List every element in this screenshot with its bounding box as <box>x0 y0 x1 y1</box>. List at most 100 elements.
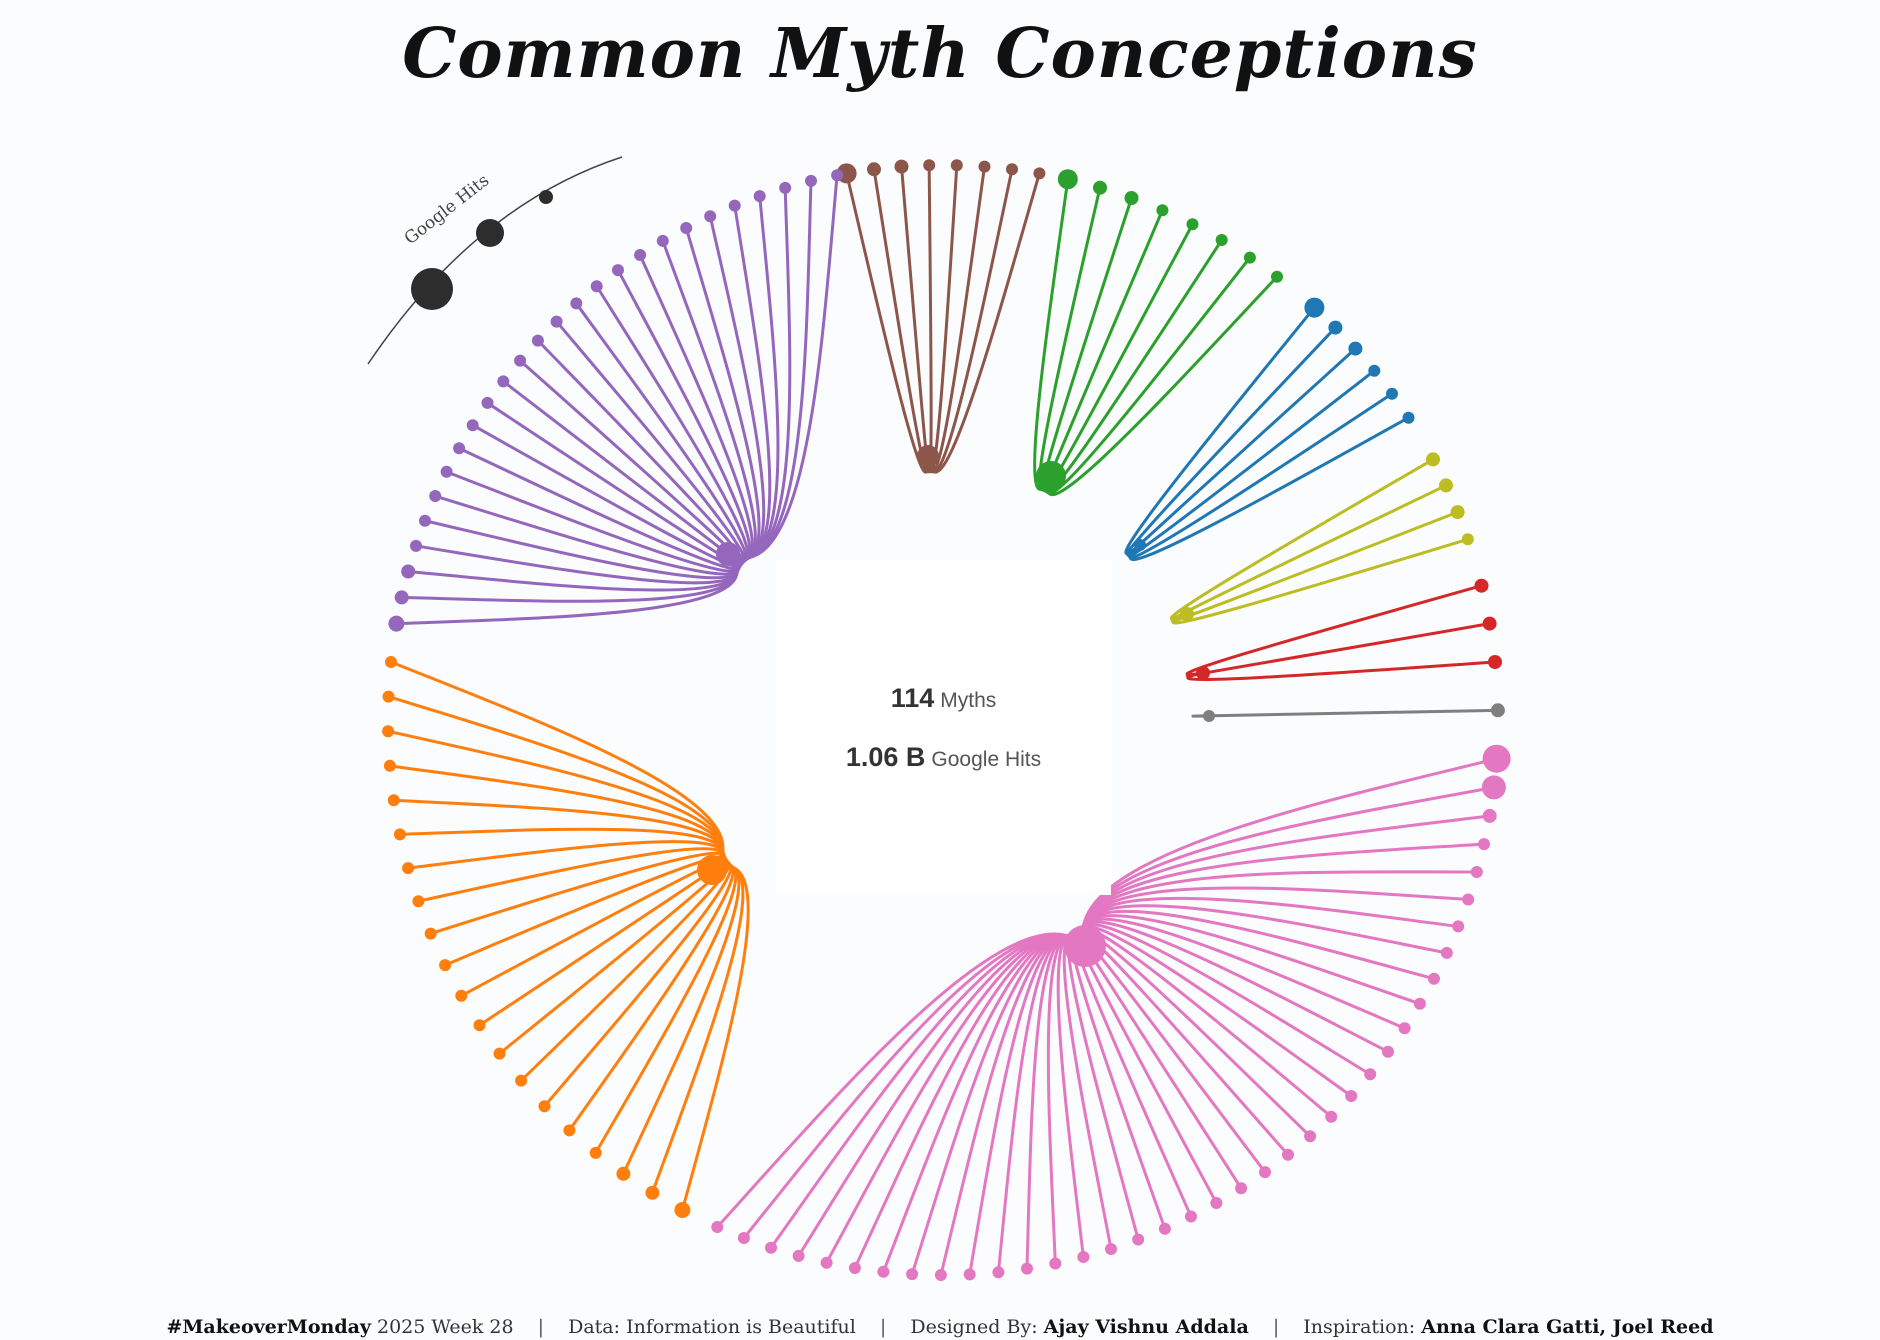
myth-dot[interactable] <box>531 334 544 347</box>
myth-dot[interactable] <box>1482 616 1497 631</box>
myth-dot[interactable] <box>848 1262 861 1274</box>
category-hub[interactable] <box>716 542 740 566</box>
myth-dot[interactable] <box>1328 320 1343 335</box>
myth-dot[interactable] <box>382 690 395 703</box>
myth-dot[interactable] <box>906 1268 919 1281</box>
myth-dot[interactable] <box>1304 297 1325 318</box>
myth-dot[interactable] <box>1482 744 1511 773</box>
myth-dot[interactable] <box>1259 1166 1271 1179</box>
myth-dot[interactable] <box>1439 478 1453 493</box>
myth-dot[interactable] <box>1033 167 1046 180</box>
myth-dot[interactable] <box>1488 655 1502 669</box>
myth-dot[interactable] <box>1450 505 1465 520</box>
myth-dot[interactable] <box>590 280 603 293</box>
myth-dot[interactable] <box>950 159 963 172</box>
myth-dot[interactable] <box>867 162 881 177</box>
myth-dot[interactable] <box>877 1265 890 1278</box>
category-hub[interactable] <box>697 855 727 885</box>
category-hub[interactable] <box>1196 666 1210 680</box>
myth-dot[interactable] <box>589 1146 602 1159</box>
myth-dot[interactable] <box>424 927 437 940</box>
myth-dot[interactable] <box>382 725 395 738</box>
myth-dot[interactable] <box>992 1266 1005 1279</box>
myth-dot[interactable] <box>923 159 936 172</box>
category-hub[interactable] <box>917 445 939 467</box>
myth-dot[interactable] <box>455 989 468 1002</box>
myth-dot[interactable] <box>1304 1130 1317 1143</box>
myth-dot[interactable] <box>1461 533 1474 546</box>
myth-dot[interactable] <box>1474 578 1489 593</box>
myth-dot[interactable] <box>680 222 693 234</box>
myth-dot[interactable] <box>634 249 647 261</box>
myth-dot[interactable] <box>1345 1090 1358 1102</box>
myth-dot[interactable] <box>612 264 624 277</box>
myth-dot[interactable] <box>1440 946 1453 959</box>
myth-dot[interactable] <box>493 1047 506 1060</box>
myth-dot[interactable] <box>963 1268 976 1281</box>
myth-dot[interactable] <box>1428 972 1440 985</box>
myth-dot[interactable] <box>1132 1233 1145 1246</box>
category-hub[interactable] <box>1203 710 1215 722</box>
myth-dot[interactable] <box>1185 1210 1197 1223</box>
myth-dot[interactable] <box>550 315 563 328</box>
myth-dot[interactable] <box>1402 411 1415 424</box>
myth-dot[interactable] <box>402 862 415 875</box>
myth-dot[interactable] <box>1235 1182 1248 1195</box>
category-hub[interactable] <box>1134 539 1146 551</box>
myth-dot[interactable] <box>1482 808 1497 823</box>
myth-dot[interactable] <box>1470 866 1483 878</box>
myth-dot[interactable] <box>1124 191 1139 205</box>
myth-dot[interactable] <box>1426 452 1440 467</box>
myth-dot[interactable] <box>453 442 466 455</box>
myth-dot[interactable] <box>1158 1222 1171 1235</box>
myth-dot[interactable] <box>765 1241 777 1254</box>
myth-dot[interactable] <box>401 564 416 579</box>
myth-dot[interactable] <box>1478 838 1490 851</box>
myth-dot[interactable] <box>737 1232 750 1244</box>
myth-dot[interactable] <box>481 396 494 409</box>
myth-dot[interactable] <box>1210 1197 1223 1209</box>
myth-dot[interactable] <box>1368 364 1381 377</box>
myth-dot[interactable] <box>440 465 453 478</box>
category-hub[interactable] <box>1036 461 1066 491</box>
myth-dot[interactable] <box>1452 920 1465 933</box>
myth-dot[interactable] <box>779 181 792 194</box>
myth-dot[interactable] <box>831 169 844 182</box>
myth-dot[interactable] <box>466 419 479 432</box>
myth-dot[interactable] <box>1413 997 1426 1010</box>
myth-dot[interactable] <box>1398 1022 1411 1035</box>
myth-dot[interactable] <box>1006 163 1018 176</box>
myth-dot[interactable] <box>645 1185 660 1200</box>
myth-dot[interactable] <box>674 1202 691 1218</box>
myth-dot[interactable] <box>538 1100 551 1113</box>
myth-dot[interactable] <box>1348 341 1363 356</box>
myth-dot[interactable] <box>805 174 817 187</box>
myth-dot[interactable] <box>473 1019 486 1032</box>
myth-dot[interactable] <box>387 794 400 807</box>
myth-dot[interactable] <box>429 490 442 502</box>
myth-dot[interactable] <box>383 759 396 772</box>
myth-dot[interactable] <box>1186 218 1199 231</box>
myth-dot[interactable] <box>1271 270 1283 283</box>
myth-dot[interactable] <box>753 190 766 203</box>
myth-dot[interactable] <box>1021 1262 1033 1275</box>
myth-dot[interactable] <box>704 210 717 223</box>
myth-dot[interactable] <box>728 199 741 212</box>
category-hub[interactable] <box>1180 607 1194 621</box>
myth-dot[interactable] <box>388 615 405 632</box>
myth-dot[interactable] <box>394 590 409 605</box>
myth-dot[interactable] <box>563 1124 576 1137</box>
myth-dot[interactable] <box>515 1074 528 1087</box>
myth-dot[interactable] <box>1105 1243 1117 1255</box>
myth-dot[interactable] <box>711 1221 724 1233</box>
myth-dot[interactable] <box>570 297 583 310</box>
myth-dot[interactable] <box>1077 1251 1090 1263</box>
myth-dot[interactable] <box>1382 1045 1394 1058</box>
myth-dot[interactable] <box>978 160 991 173</box>
myth-dot[interactable] <box>412 895 425 908</box>
myth-dot[interactable] <box>1386 387 1398 400</box>
myth-dot[interactable] <box>1093 180 1107 195</box>
myth-dot[interactable] <box>419 514 431 527</box>
myth-dot[interactable] <box>1243 251 1256 264</box>
myth-dot[interactable] <box>1364 1068 1377 1081</box>
